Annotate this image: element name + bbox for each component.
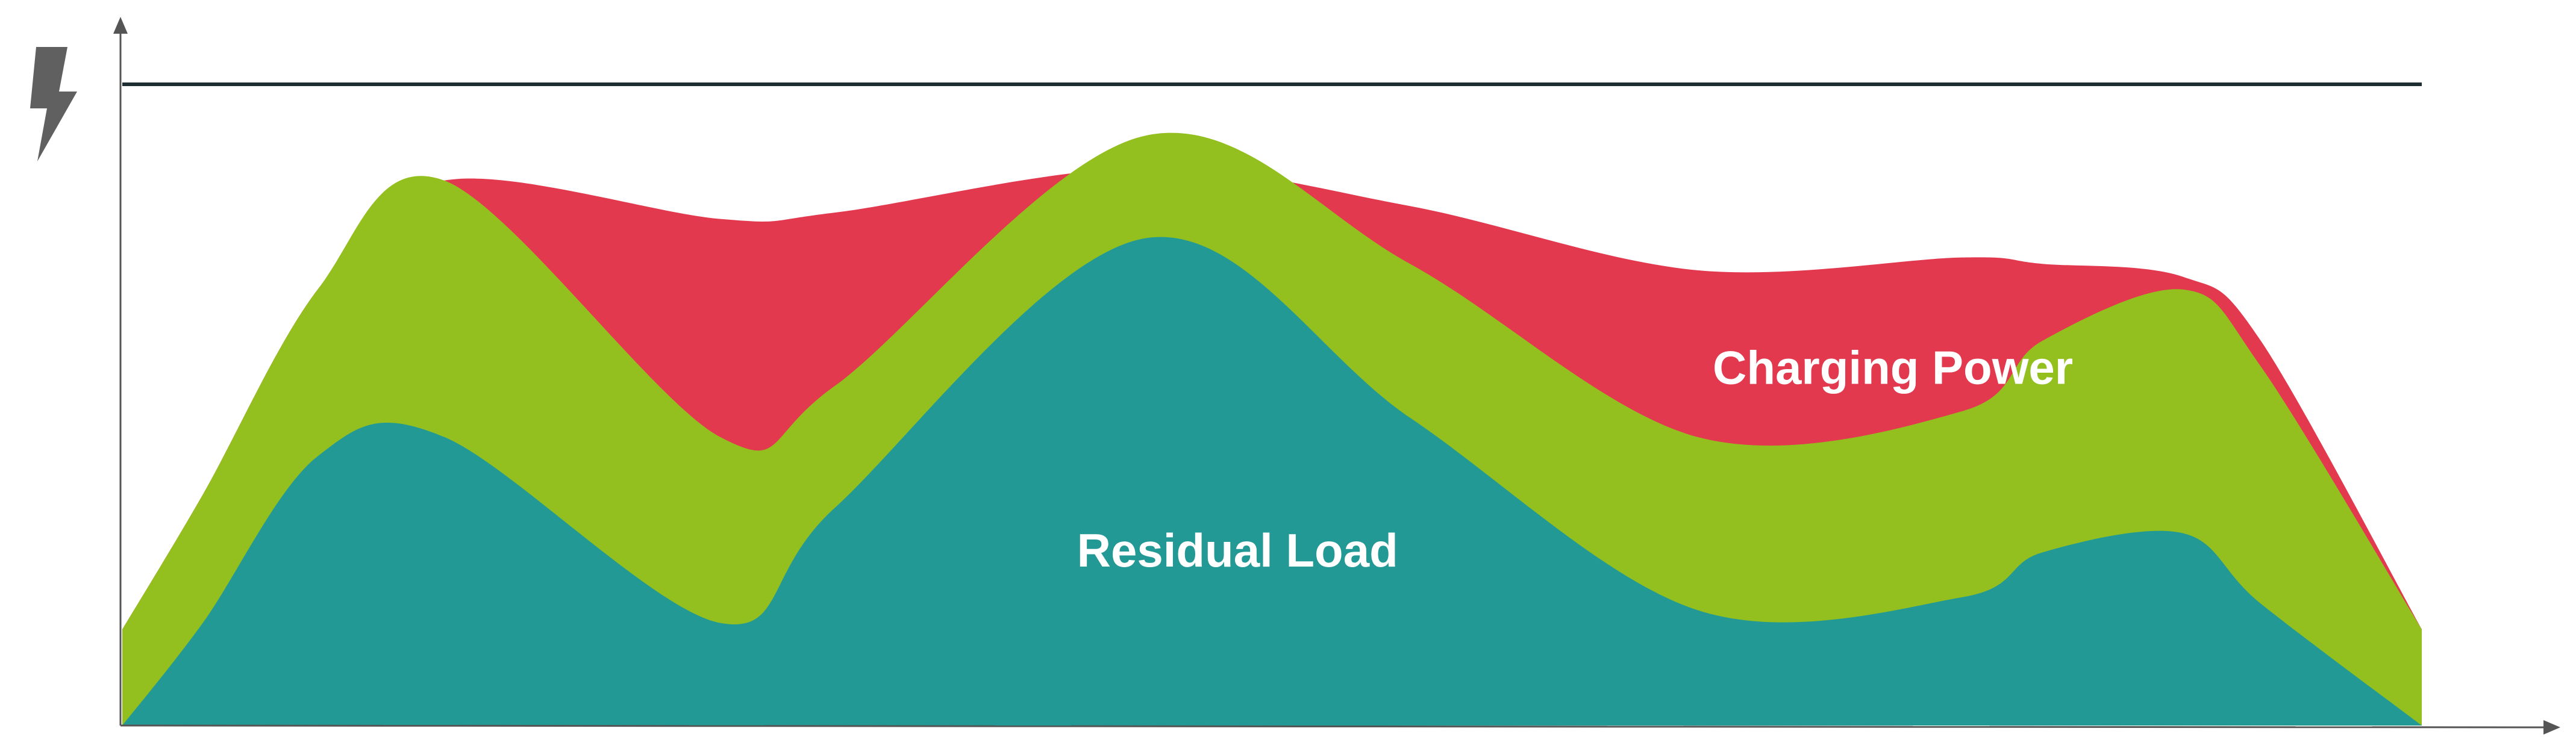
x-axis xyxy=(120,720,2560,735)
y-axis-arrowhead xyxy=(113,17,128,34)
annotation-charging-power: Charging Power xyxy=(1713,341,2073,394)
lightning-bolt-icon xyxy=(30,47,77,161)
y-axis xyxy=(113,17,128,726)
area-series-2 xyxy=(122,237,2422,726)
area-series-group xyxy=(122,132,2422,726)
x-axis-arrowhead xyxy=(2543,720,2560,735)
annotation-residual-load: Residual Load xyxy=(1077,524,1398,577)
